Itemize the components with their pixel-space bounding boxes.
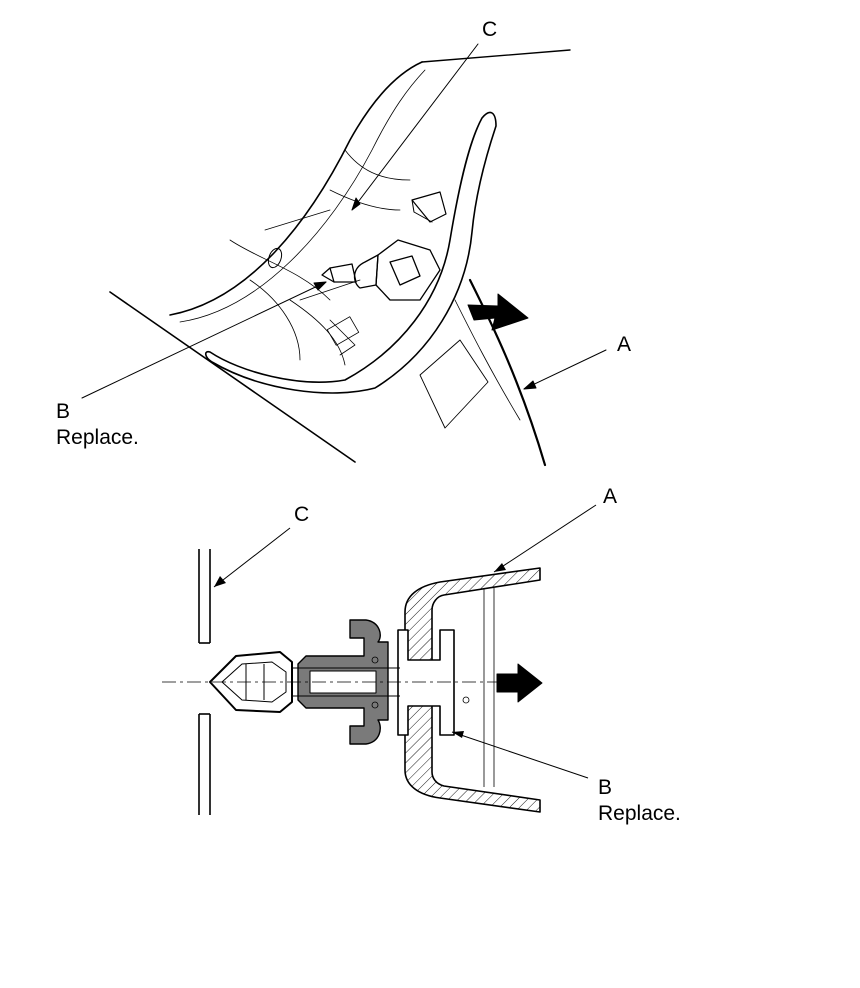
label-b-top: B bbox=[56, 400, 71, 423]
panel-a-shell bbox=[468, 278, 547, 467]
leader-b-top bbox=[81, 281, 327, 399]
label-c-section: C bbox=[294, 503, 310, 526]
label-b-section-note: Replace. bbox=[598, 802, 681, 825]
pull-arrow-top bbox=[467, 293, 529, 331]
leader-a-section bbox=[493, 504, 597, 573]
clip-b-flange bbox=[397, 629, 455, 736]
panel-outer-edge bbox=[169, 61, 423, 316]
label-a-section: A bbox=[603, 485, 618, 508]
top-view bbox=[81, 43, 607, 467]
panel-c bbox=[198, 549, 211, 815]
label-a-top: A bbox=[617, 333, 632, 356]
label-b-top-note: Replace. bbox=[56, 426, 139, 449]
clip-b-top bbox=[321, 239, 441, 301]
leader-a-top bbox=[523, 349, 607, 390]
leader-c-top bbox=[351, 43, 479, 211]
leader-c-section bbox=[213, 527, 291, 588]
panel-a-lip bbox=[204, 111, 497, 394]
label-c-top: C bbox=[482, 18, 498, 41]
panel-top-edge bbox=[421, 49, 571, 63]
leader-b-section bbox=[451, 731, 589, 779]
pull-arrow-section bbox=[496, 663, 543, 703]
label-b-section: B bbox=[598, 776, 613, 799]
section-view bbox=[162, 504, 597, 815]
